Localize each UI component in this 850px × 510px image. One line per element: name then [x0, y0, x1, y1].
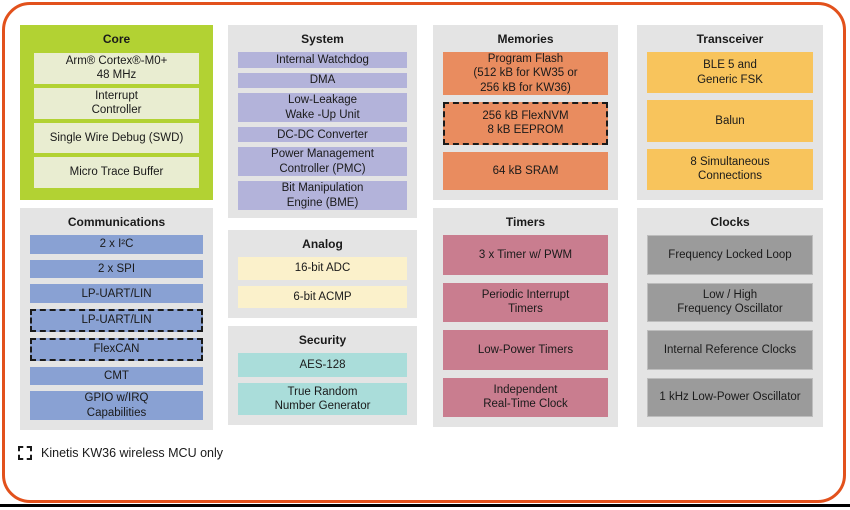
block-6bit-acmp: 6-bit ACMP	[238, 285, 407, 308]
block-interrupt-controller: Interrupt Controller	[34, 87, 199, 119]
panel-communications-title: Communications	[67, 215, 166, 229]
panel-core-blocks: Arm® Cortex®-M0+ 48 MHz Interrupt Contro…	[20, 51, 213, 200]
panel-communications: Communications 2 x I²C 2 x SPI LP-UART/L…	[20, 208, 213, 430]
panel-memories-title: Memories	[497, 32, 554, 46]
panel-security-blocks: AES-128 True Random Number Generator	[228, 352, 417, 425]
block-single-wire-debug: Single Wire Debug (SWD)	[34, 122, 199, 154]
panel-system-blocks: Internal Watchdog DMA Low-Leakage Wake -…	[228, 51, 417, 218]
block-timer-pwm: 3 x Timer w/ PWM	[443, 235, 608, 275]
panel-communications-blocks: 2 x I²C 2 x SPI LP-UART/LIN LP-UART/LIN …	[20, 234, 213, 430]
panel-system: System Internal Watchdog DMA Low-Leakage…	[228, 25, 417, 218]
panel-analog-blocks: 16-bit ADC 6-bit ACMP	[228, 256, 417, 318]
block-lp-uart-lin-1: LP-UART/LIN	[30, 284, 203, 304]
panel-security: Security AES-128 True Random Number Gene…	[228, 326, 417, 425]
panel-analog: Analog 16-bit ADC 6-bit ACMP	[228, 230, 417, 318]
legend-label: Kinetis KW36 wireless MCU only	[41, 446, 223, 460]
block-periodic-interrupt-timers: Periodic Interrupt Timers	[443, 282, 608, 322]
slide-bottom-border	[0, 504, 850, 507]
block-low-power-timers: Low-Power Timers	[443, 330, 608, 370]
block-flexcan-kw36-only: FlexCAN	[30, 337, 203, 361]
block-program-flash: Program Flash (512 kB for KW35 or 256 kB…	[443, 52, 608, 96]
block-frequency-locked-loop: Frequency Locked Loop	[647, 235, 813, 275]
panel-clocks-title: Clocks	[710, 215, 750, 229]
block-sram: 64 kB SRAM	[443, 151, 608, 190]
block-arm-cortex-m0: Arm® Cortex®-M0+ 48 MHz	[34, 53, 199, 84]
block-cmt: CMT	[30, 366, 203, 386]
dashed-box-legend-icon	[18, 446, 32, 460]
block-dcdc-converter: DC-DC Converter	[238, 126, 407, 143]
block-independent-rtc: Independent Real-Time Clock	[443, 377, 608, 417]
block-i2c: 2 x I²C	[30, 235, 203, 254]
block-internal-reference-clocks: Internal Reference Clocks	[647, 330, 813, 370]
panel-core-title: Core	[102, 32, 131, 46]
block-lp-uart-lin-2-kw36-only: LP-UART/LIN	[30, 309, 203, 332]
block-1khz-low-power-oscillator: 1 kHz Low-Power Oscillator	[647, 377, 813, 417]
panel-core: Core Arm® Cortex®-M0+ 48 MHz Interrupt C…	[20, 25, 213, 200]
panel-transceiver-blocks: BLE 5 and Generic FSK Balun 8 Simultaneo…	[637, 51, 823, 200]
block-16bit-adc: 16-bit ADC	[238, 257, 407, 280]
panel-clocks-blocks: Frequency Locked Loop Low / High Frequen…	[637, 234, 823, 427]
panel-memories-blocks: Program Flash (512 kB for KW35 or 256 kB…	[433, 51, 618, 200]
panel-transceiver-title: Transceiver	[696, 32, 764, 46]
block-internal-watchdog: Internal Watchdog	[238, 52, 407, 68]
diagram-outer-frame	[2, 2, 846, 503]
panel-clocks: Clocks Frequency Locked Loop Low / High …	[637, 208, 823, 427]
block-true-random-number-generator: True Random Number Generator	[238, 382, 407, 415]
block-aes-128: AES-128	[238, 353, 407, 377]
panel-analog-title: Analog	[302, 237, 343, 251]
block-ble5-generic-fsk: BLE 5 and Generic FSK	[647, 52, 813, 94]
block-micro-trace-buffer: Micro Trace Buffer	[34, 157, 199, 188]
block-balun: Balun	[647, 100, 813, 142]
block-flexnvm-eeprom-kw36-only: 256 kB FlexNVM 8 kB EEPROM	[443, 102, 608, 145]
legend: Kinetis KW36 wireless MCU only	[18, 446, 223, 460]
panel-security-title: Security	[298, 333, 347, 347]
block-low-leakage-wakeup: Low-Leakage Wake -Up Unit	[238, 93, 407, 122]
panel-memories: Memories Program Flash (512 kB for KW35 …	[433, 25, 618, 200]
panel-timers-title: Timers	[505, 215, 546, 229]
block-power-management-controller: Power Management Controller (PMC)	[238, 147, 407, 177]
block-gpio-irq: GPIO w/IRQ Capabilities	[30, 391, 203, 420]
panel-timers: Timers 3 x Timer w/ PWM Periodic Interru…	[433, 208, 618, 427]
block-bit-manipulation-engine: Bit Manipulation Engine (BME)	[238, 181, 407, 210]
block-dma: DMA	[238, 72, 407, 89]
block-8-simultaneous-connections: 8 Simultaneous Connections	[647, 148, 813, 190]
panel-transceiver: Transceiver BLE 5 and Generic FSK Balun …	[637, 25, 823, 200]
block-spi: 2 x SPI	[30, 259, 203, 279]
panel-system-title: System	[301, 32, 344, 46]
block-low-high-frequency-oscillator: Low / High Frequency Oscillator	[647, 282, 813, 322]
panel-timers-blocks: 3 x Timer w/ PWM Periodic Interrupt Time…	[433, 234, 618, 427]
